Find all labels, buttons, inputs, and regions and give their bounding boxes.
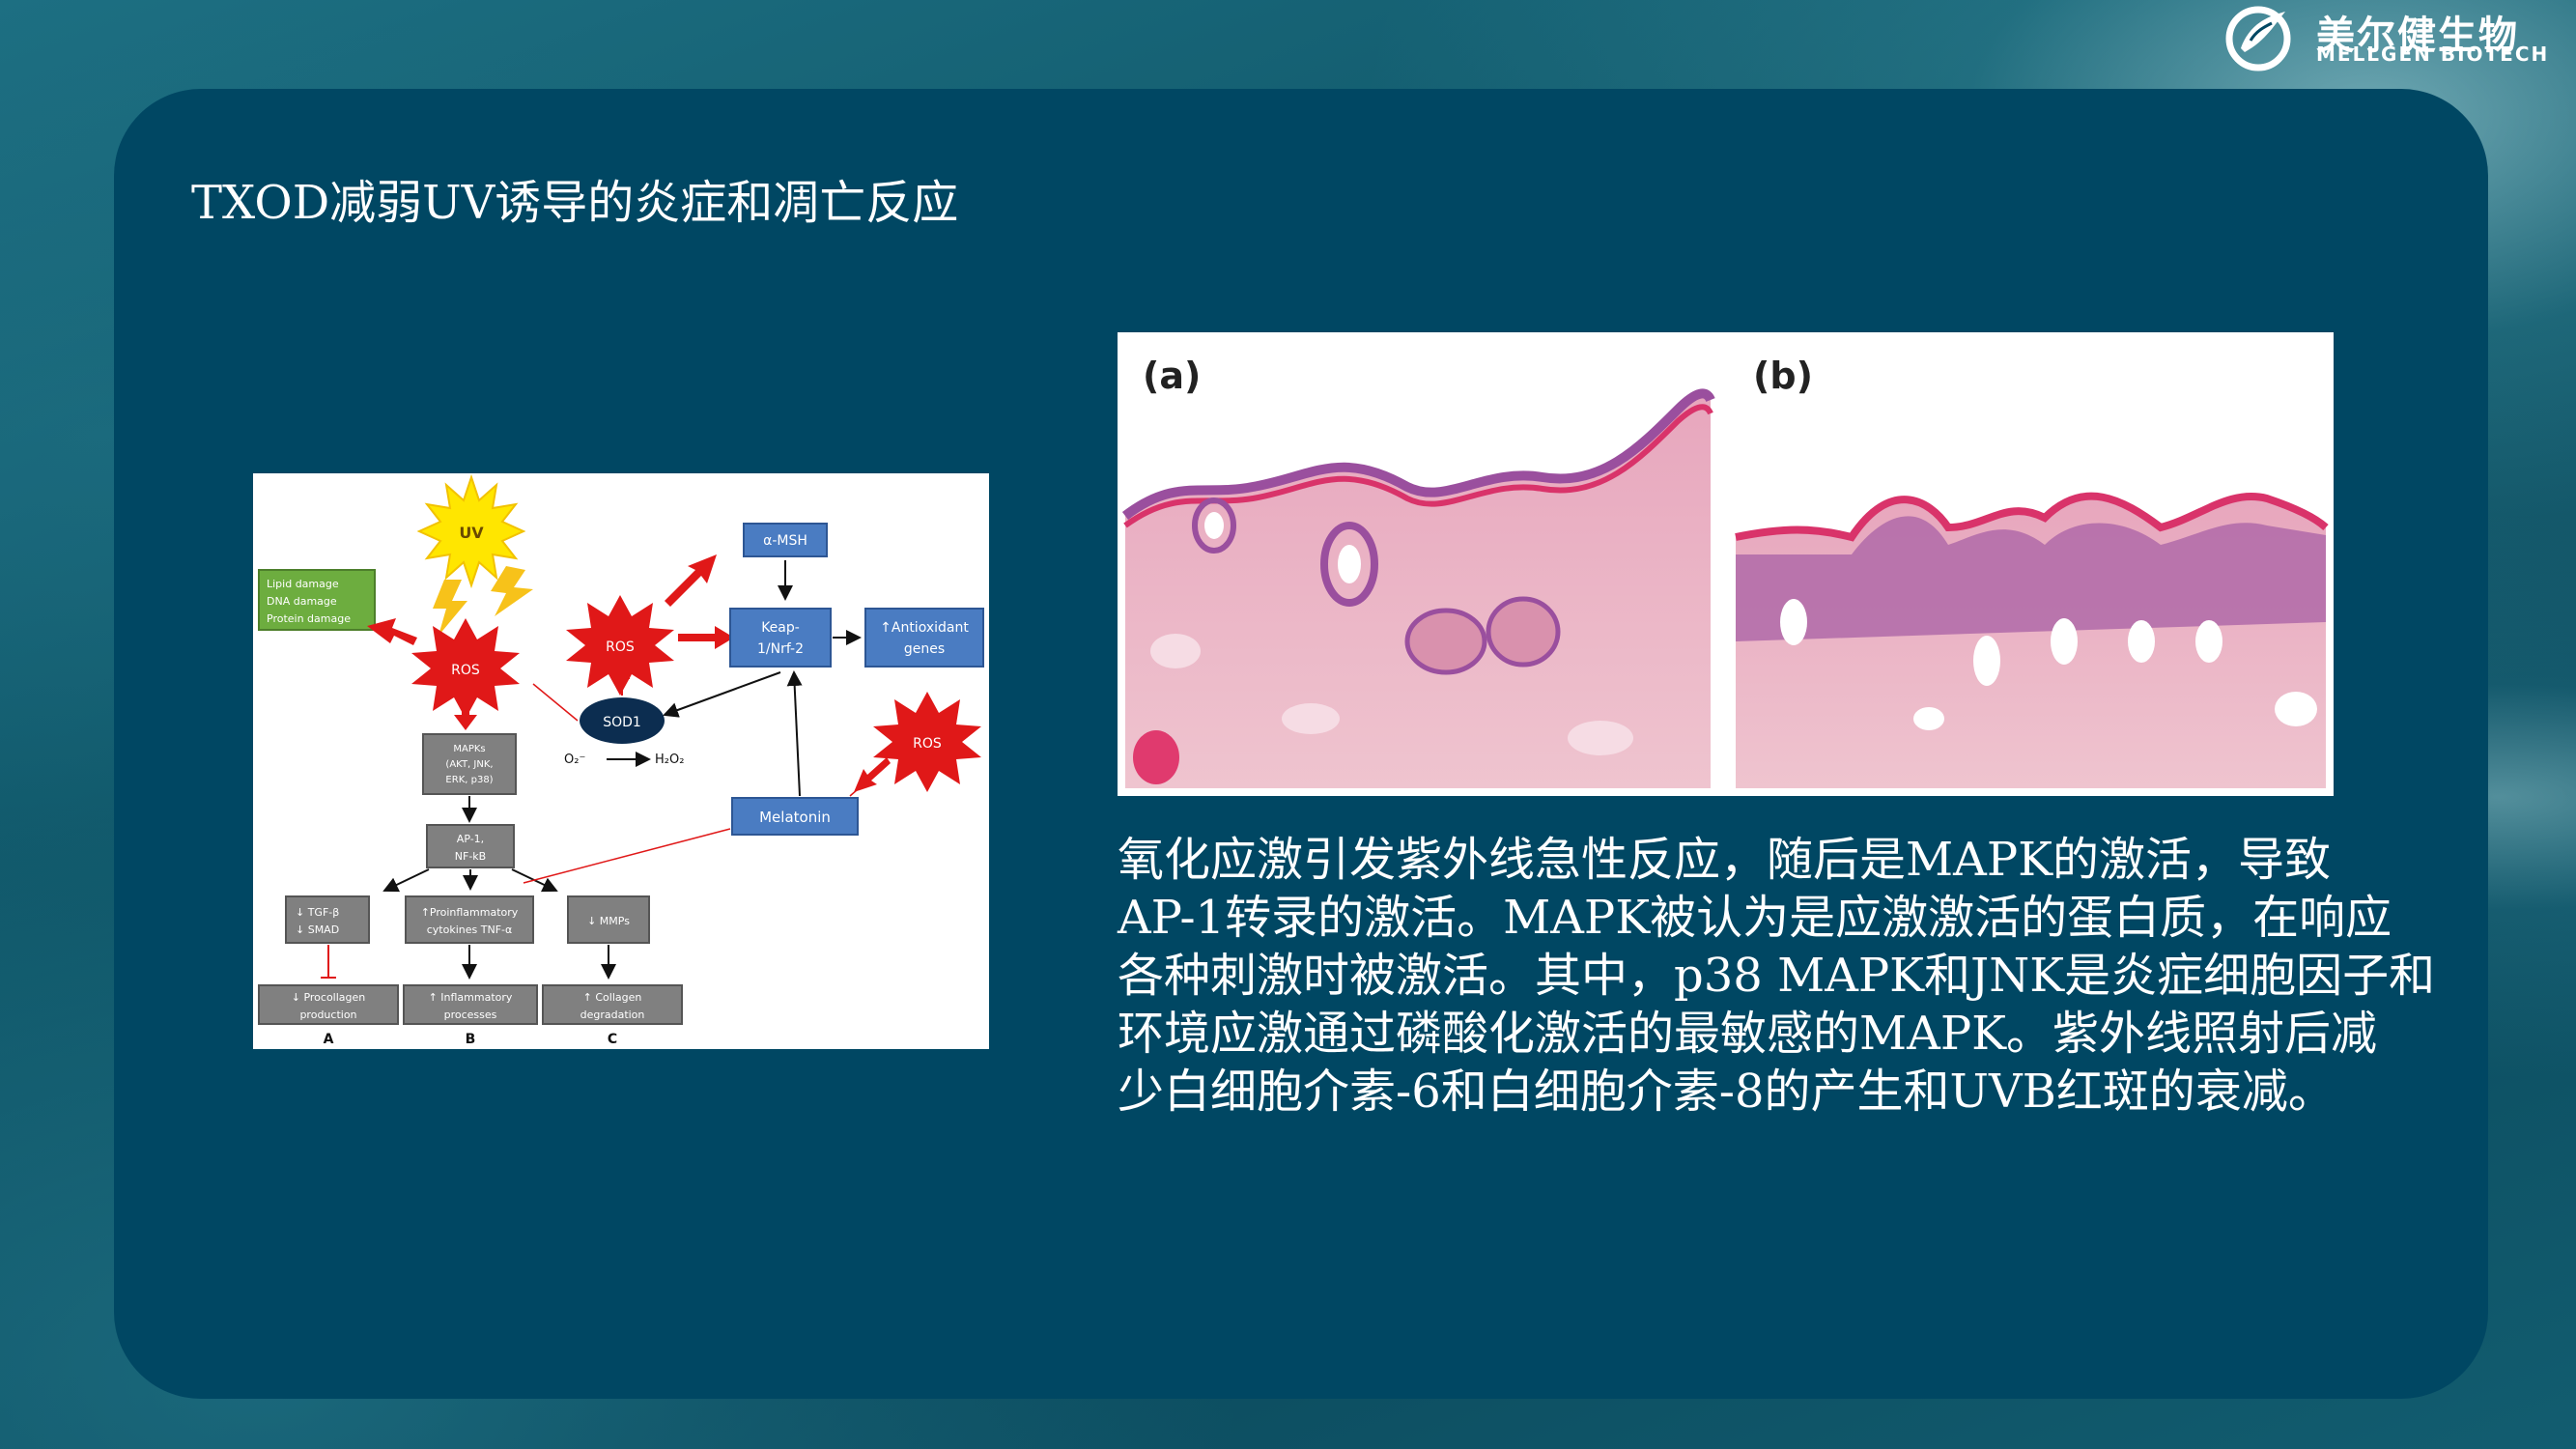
msh-box bbox=[743, 523, 828, 557]
mmps-box bbox=[567, 895, 650, 944]
tgf-line: ↓ TGF-β bbox=[296, 906, 339, 919]
keap-box bbox=[729, 608, 832, 668]
mapks-box bbox=[422, 733, 517, 795]
msh-label: α-MSH bbox=[763, 533, 807, 549]
ap1-line: NF-kB bbox=[455, 850, 486, 863]
antioxidant-box bbox=[864, 608, 984, 668]
red-arrow bbox=[854, 757, 891, 792]
o2-label: O₂⁻ bbox=[564, 753, 585, 767]
ap1-box bbox=[426, 824, 515, 868]
histology-svg: (a) (b) bbox=[1121, 340, 2329, 788]
red-arrow bbox=[678, 626, 734, 649]
collagen-box bbox=[542, 984, 683, 1025]
sod1-node bbox=[580, 697, 665, 744]
ros-label: ROS bbox=[451, 663, 480, 678]
antioxidant-line: ↑Antioxidant bbox=[880, 620, 969, 636]
column-label: A bbox=[324, 1032, 334, 1047]
proinflammatory-line: ↑Proinflammatory bbox=[421, 906, 519, 919]
ap1-line: AP-1, bbox=[457, 833, 484, 845]
column-label: C bbox=[608, 1032, 617, 1047]
keap-line: Keap- bbox=[761, 620, 800, 636]
antioxidant-line: genes bbox=[904, 641, 945, 657]
collagen-line: degradation bbox=[580, 1009, 645, 1021]
proinflammatory-box bbox=[405, 895, 534, 944]
uv-ray-icon bbox=[433, 580, 467, 636]
panel-b-label: (b) bbox=[1753, 355, 1813, 397]
tgf-box bbox=[285, 895, 370, 944]
column-label: B bbox=[466, 1032, 476, 1047]
company-logo: 美尔健生物 MELLGEN BIOTECH bbox=[2222, 0, 2550, 77]
pathway-svg: UV Lipid damage DNA damage Protein damag… bbox=[258, 473, 984, 1047]
procollagen-box bbox=[258, 984, 399, 1025]
inflammatory-line: ↑ Inflammatory bbox=[429, 991, 513, 1004]
mapks-line: ERK, p38) bbox=[445, 775, 493, 785]
histology-panel-a: (a) bbox=[1121, 340, 1715, 788]
red-arrow bbox=[665, 554, 717, 607]
histology-panel-b: (b) bbox=[1735, 340, 2329, 788]
logo-name-cn: 美尔健生物 bbox=[2316, 14, 2519, 58]
ros-label: ROS bbox=[913, 736, 942, 752]
damage-line: DNA damage bbox=[267, 595, 337, 608]
inflammatory-line: processes bbox=[444, 1009, 497, 1021]
leaf-swirl-logo-icon bbox=[2225, 6, 2291, 71]
keap-line: 1/Nrf-2 bbox=[757, 641, 804, 657]
proinflammatory-line: cytokines TNF-α bbox=[427, 923, 513, 936]
collagen-line: ↑ Collagen bbox=[583, 991, 642, 1004]
h2o2-label: H₂O₂ bbox=[655, 753, 684, 767]
melatonin-label: Melatonin bbox=[759, 809, 831, 826]
uv-sun-icon: UV bbox=[416, 473, 526, 589]
damage-box bbox=[258, 569, 376, 631]
damage-line: Protein damage bbox=[267, 612, 351, 625]
sod1-label: SOD1 bbox=[603, 715, 641, 730]
procollagen-line: ↓ Procollagen bbox=[292, 991, 366, 1004]
mapks-line: MAPKs bbox=[453, 744, 485, 754]
body-line: AP-1转录的激活。MAPK被认为是应激激活的蛋白质，在响应 bbox=[1118, 891, 2392, 945]
body-line: 各种刺激时被激活。其中，p38 MAPK和JNK是炎症细胞因子和 bbox=[1118, 949, 2436, 1003]
red-arrow bbox=[367, 618, 417, 645]
red-arrow bbox=[454, 696, 477, 730]
body-line: 环境应激通过磷酸化激活的最敏感的MAPK。紫外线照射后减 bbox=[1118, 1007, 2377, 1061]
ros-burst-3: ROS bbox=[873, 692, 981, 792]
panel-a-label: (a) bbox=[1143, 355, 1201, 397]
ros-label: ROS bbox=[606, 639, 635, 655]
mmps-label: ↓ MMPs bbox=[587, 915, 630, 927]
melatonin-box bbox=[731, 797, 859, 836]
uv-pathway-diagram: UV Lipid damage DNA damage Protein damag… bbox=[253, 473, 989, 1049]
body-line: 氧化应激引发紫外线急性反应，随后是MAPK的激活，导致 bbox=[1118, 833, 2331, 887]
uv-label: UV bbox=[459, 524, 484, 542]
body-paragraph: 氧化应激引发紫外线急性反应，随后是MAPK的激活，导致 AP-1转录的激活。MA… bbox=[1118, 831, 2450, 1121]
histology-figure: (a) (b) bbox=[1118, 332, 2334, 796]
uv-ray-icon bbox=[491, 566, 533, 616]
procollagen-line: production bbox=[299, 1009, 356, 1021]
mapks-line: (AKT, JNK, bbox=[445, 759, 493, 770]
tgf-line: ↓ SMAD bbox=[296, 923, 339, 936]
inflammatory-box bbox=[403, 984, 538, 1025]
ros-burst-2: ROS bbox=[566, 595, 674, 696]
damage-line: Lipid damage bbox=[267, 578, 339, 590]
body-line: 少白细胞介素-6和白细胞介素-8的产生和UVB红斑的衰减。 bbox=[1118, 1065, 2335, 1119]
logo-name-en: MELLGEN BIOTECH bbox=[2316, 43, 2550, 66]
ros-burst-1: ROS bbox=[411, 618, 520, 719]
slide-title: TXOD减弱UV诱导的炎症和凋亡反应 bbox=[191, 176, 959, 230]
